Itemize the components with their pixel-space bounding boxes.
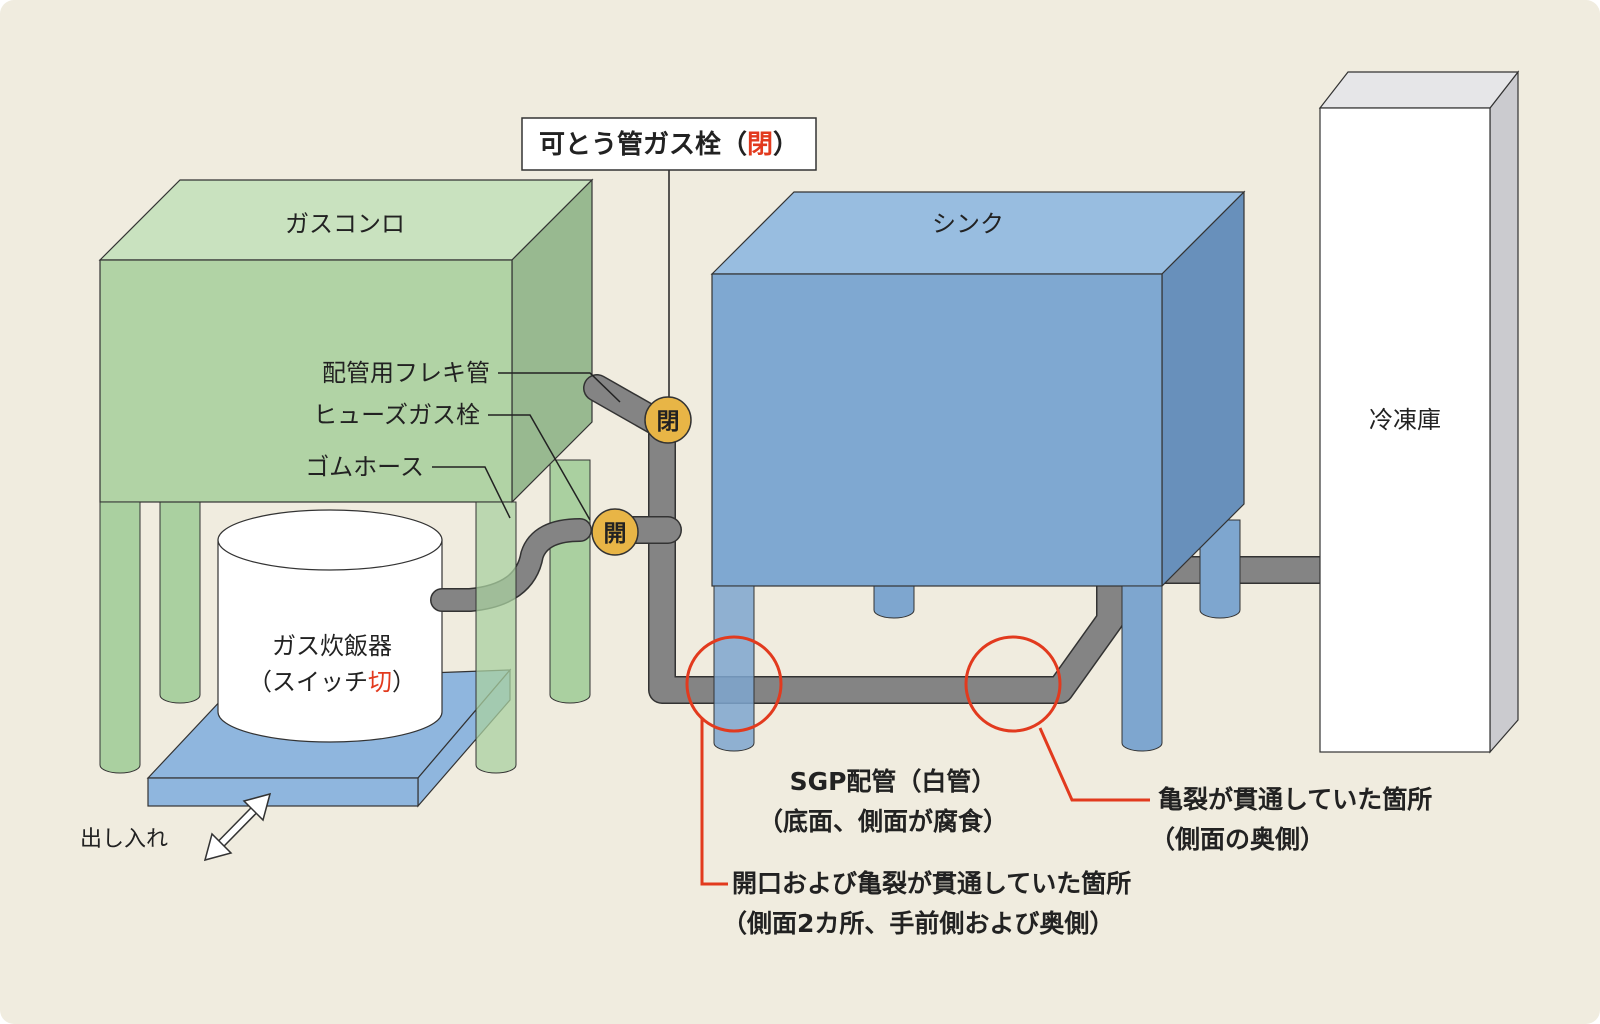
stove-front-legs: [99, 501, 517, 774]
corrosion-circle-front: [685, 635, 783, 733]
sink-back-legs: [873, 519, 1241, 619]
tray-front: [147, 777, 419, 807]
sgp-corrosion-label: （底面、側面が腐食）: [758, 807, 1008, 836]
gas-rice-cooker: [217, 509, 443, 743]
valve-open-label: 開: [604, 521, 627, 547]
freezer: [1318, 70, 1520, 754]
rice-cooker-switch-label: （スイッチ切）: [248, 668, 416, 696]
crack-detail-label: （側面の奥側）: [1150, 825, 1325, 854]
fuse-valve-open: 開: [591, 508, 639, 556]
red-leader-lines: [700, 718, 1150, 886]
rice-cooker-label: ガス炊飯器: [272, 632, 392, 660]
flex-pipe-label: 配管用フレキ管: [322, 359, 490, 387]
flex-valve-label: 可とう管ガス栓（閉）: [539, 130, 799, 160]
freezer-label: 冷凍庫: [1369, 406, 1441, 434]
corrosion-circle-back: [964, 635, 1062, 733]
flex-valve-closed: 閉: [644, 396, 692, 444]
rubber-hose-label: ゴムホース: [305, 453, 424, 481]
fuse-valve-label: ヒューズガス栓: [313, 401, 480, 429]
flex-valve-label-box: [521, 117, 817, 171]
opening-detail-label: （側面2カ所、手前側および奥側）: [722, 909, 1114, 938]
double-arrow-icon: [203, 792, 272, 862]
move-label: 出し入れ: [80, 827, 168, 852]
sgp-label: SGP配管（白管）: [790, 767, 997, 796]
opening-label: 開口および亀裂が貫通していた箇所: [732, 869, 1131, 898]
gas-stove: [98, 178, 594, 504]
sink: [710, 190, 1246, 588]
freezer-side-face: [1489, 70, 1519, 754]
sink-front-legs: [713, 585, 1163, 752]
valve-closed-label: 閉: [657, 409, 680, 435]
crack-label: 亀裂が貫通していた箇所: [1158, 785, 1432, 814]
sink-label: シンク: [932, 210, 1004, 238]
stove-label: ガスコンロ: [285, 210, 405, 238]
stove-front-face: [99, 259, 513, 503]
leader-lines: [432, 170, 670, 521]
sink-front-face: [711, 273, 1163, 587]
freezer-front-face: [1319, 107, 1491, 753]
